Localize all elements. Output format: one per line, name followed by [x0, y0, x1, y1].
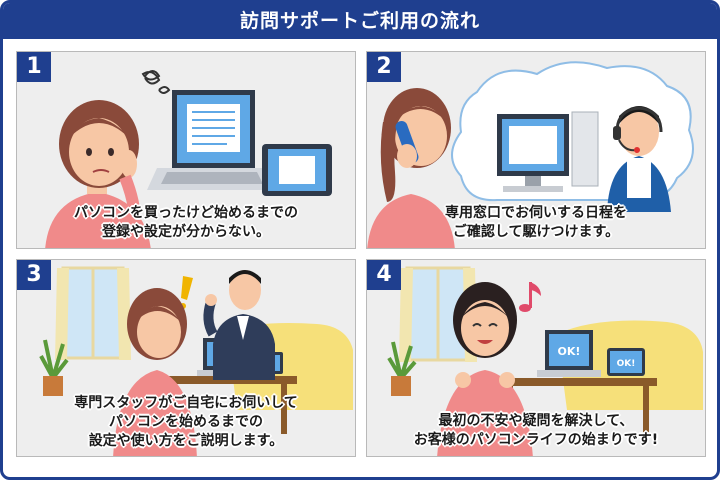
confusion-scribble-icon [141, 70, 171, 94]
step-caption: 専門スタッフがご自宅にお伺いして パソコンを始めるまでの 設定や使い方をご説明し… [17, 394, 355, 451]
caption-line: パソコンを始めるまでの [109, 414, 263, 430]
ok-label: OK! [617, 359, 636, 369]
step-panel-2: 2 [366, 51, 706, 249]
phone-call-illustration [367, 61, 694, 248]
caption-line: パソコンを買ったけど始めるまでの [74, 205, 298, 221]
page-title: 訪問サポートご利用の流れ [3, 3, 717, 39]
support-staff-figure [607, 106, 671, 212]
step-number-badge: 4 [367, 260, 401, 290]
caption-line: 設定や使い方をご説明します。 [88, 433, 284, 449]
step-panel-1: 1 [16, 51, 356, 249]
step-caption: 最初の不安や疑問を解決して、 お客様のパソコンライフの始まりです! [367, 412, 705, 450]
caption-line: ご確認して駆けつけます。 [452, 224, 620, 240]
staff-member-figure [203, 270, 275, 380]
step-number-badge: 3 [17, 260, 51, 290]
step-panel-4: 4 OK! [366, 259, 706, 457]
caption-line: 登録や設定が分からない。 [102, 224, 270, 240]
step-caption: パソコンを買ったけど始めるまでの 登録や設定が分からない。 [17, 204, 355, 242]
caption-line: 専門スタッフがご自宅にお伺いして [74, 395, 298, 411]
woman-figure [113, 288, 197, 456]
tablet-icon [262, 144, 332, 196]
table [497, 378, 657, 386]
potted-plant-icon [39, 339, 69, 396]
tablet-ok-icon: OK! [607, 348, 645, 376]
woman-figure [437, 282, 533, 456]
happy-woman-illustration: OK! OK! [387, 266, 703, 456]
music-note-icon [519, 282, 541, 312]
step-number-badge: 2 [367, 52, 401, 82]
potted-plant-icon [387, 341, 417, 396]
woman-figure [45, 100, 151, 248]
laptop-icon [147, 90, 277, 190]
laptop-ok-icon: OK! [537, 330, 601, 377]
step-caption: 専用窓口でお伺いする日程を ご確認して駆けつけます。 [367, 204, 705, 242]
woman-on-phone-figure [367, 88, 455, 248]
ok-label: OK! [558, 345, 581, 358]
step-number-badge: 1 [17, 52, 51, 82]
step-panel-3: 3 [16, 259, 356, 457]
confused-woman-illustration [45, 70, 332, 248]
desktop-computer-icon [497, 111, 599, 192]
caption-line: 専用窓口でお伺いする日程を [445, 205, 627, 221]
caption-line: お客様のパソコンライフの始まりです! [413, 432, 659, 448]
caption-line: 最初の不安や疑問を解決して、 [438, 413, 634, 429]
home-visit-illustration [39, 266, 353, 456]
